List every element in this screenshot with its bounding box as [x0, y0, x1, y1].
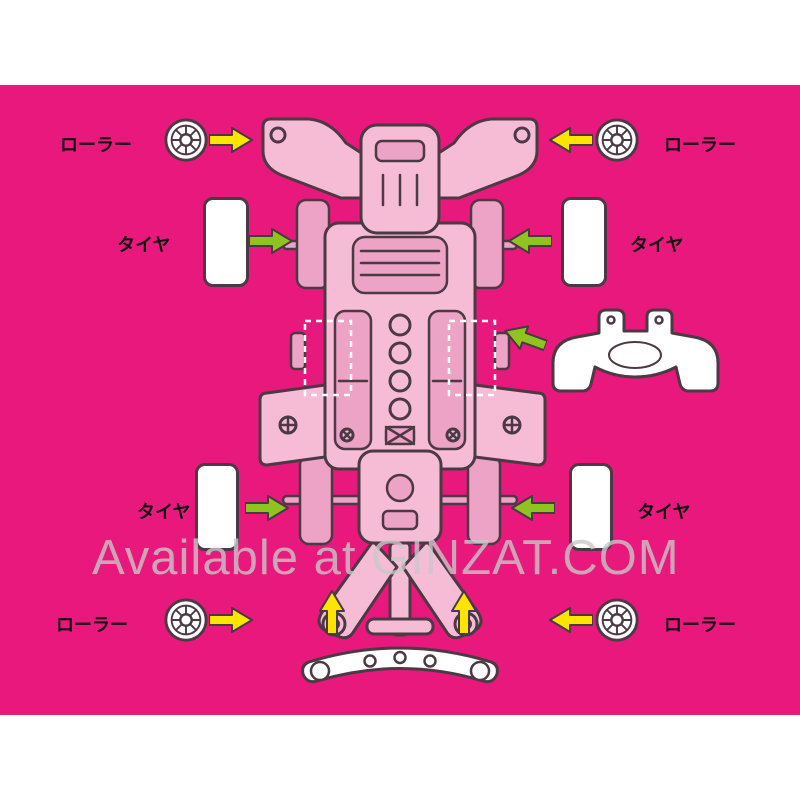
yellow-arrow-icon — [319, 590, 345, 634]
green-arrow-icon — [249, 228, 293, 254]
rear-stay-part — [301, 646, 499, 684]
green-arrow-icon — [511, 495, 555, 521]
attachment-dashed-outline — [303, 319, 497, 397]
watermark-text: Available at GINZAT.COM — [92, 531, 680, 585]
yellow-arrow-icon — [209, 127, 253, 153]
chassis-motor-cover — [351, 235, 449, 295]
chassis-nose — [359, 123, 441, 235]
green-arrow-icon — [245, 495, 289, 521]
yellow-arrow-icon — [451, 590, 477, 634]
side-guard-part — [551, 308, 720, 393]
chassis-center-gears — [384, 313, 416, 446]
tire-part — [569, 463, 613, 551]
roller-icon — [164, 118, 208, 162]
tire-label: タイヤ — [137, 502, 191, 522]
chassis-battery-slots — [333, 309, 467, 451]
tire-label: タイヤ — [117, 235, 171, 255]
roller-icon — [595, 118, 639, 162]
yellow-arrow-icon — [209, 607, 253, 633]
roller-label: ローラー — [56, 615, 128, 635]
chassis-diagram — [258, 117, 547, 640]
tire-part — [195, 463, 239, 551]
tire-label: タイヤ — [630, 235, 684, 255]
green-arrow-icon — [508, 228, 552, 254]
yellow-arrow-icon — [549, 607, 593, 633]
tire-label: タイヤ — [637, 502, 691, 522]
tire-part — [203, 197, 249, 287]
green-arrow-icon — [504, 325, 549, 352]
roller-icon — [595, 598, 639, 642]
roller-label: ローラー — [60, 135, 132, 155]
roller-label: ローラー — [664, 135, 736, 155]
screw-marks — [278, 415, 522, 443]
roller-icon — [164, 598, 208, 642]
tire-part — [561, 197, 607, 287]
chassis-rear-gearbox — [357, 449, 443, 545]
roller-label: ローラー — [664, 615, 736, 635]
yellow-arrow-icon — [549, 127, 593, 153]
